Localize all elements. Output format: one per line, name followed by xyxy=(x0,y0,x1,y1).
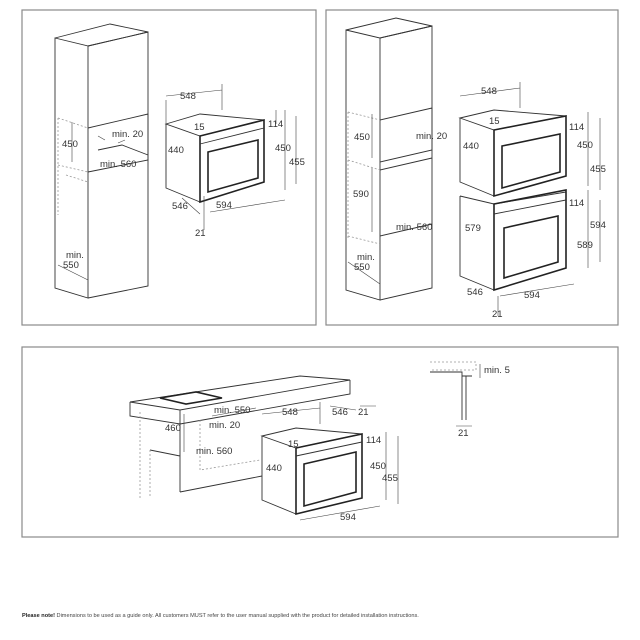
label-min-560: min. 560 xyxy=(396,222,432,233)
label-min-550: min.550 xyxy=(354,252,375,273)
label-top-114: 114 xyxy=(569,122,584,133)
label-depth-546: 546 xyxy=(172,201,188,212)
label-depth-548: 548 xyxy=(180,91,196,102)
label-detail-21: 21 xyxy=(458,428,469,439)
label-top-114: 114 xyxy=(268,119,283,130)
label-min-550: min. 550 xyxy=(214,405,250,416)
panel-tall-cabinet-double: 450 min. 20 590 min. 560 min.550 548 15 … xyxy=(325,9,619,326)
label-lower-114: 114 xyxy=(569,198,584,209)
disclaimer-text: Dimensions to be used as a guide only. A… xyxy=(54,613,419,619)
label-lower-590: 590 xyxy=(353,189,369,200)
panel-tall-cabinet-single: 450 min. 20 min. 560 min.550 548 15 440 … xyxy=(21,9,317,326)
panel-under-counter: min. 550 460 min. 20 min. 560 548 546 21… xyxy=(21,346,619,538)
label-height-440: 440 xyxy=(168,145,184,156)
label-height-594: 594 xyxy=(590,220,606,231)
label-front-21: 21 xyxy=(358,407,369,418)
label-width-594: 594 xyxy=(340,512,356,523)
label-min-550: min.550 xyxy=(63,250,84,271)
label-top-15: 15 xyxy=(288,439,299,450)
label-front-21: 21 xyxy=(492,309,503,320)
label-min-20: min. 20 xyxy=(112,129,143,140)
label-width-594: 594 xyxy=(216,200,232,211)
label-height-440: 440 xyxy=(266,463,282,474)
label-niche-460: 460 xyxy=(165,423,181,434)
label-height-450: 450 xyxy=(370,461,386,472)
label-top-114: 114 xyxy=(366,435,381,446)
disclaimer-bold: Please note! xyxy=(22,613,55,619)
label-min-560: min. 560 xyxy=(196,446,232,457)
label-height-589: 589 xyxy=(577,240,593,251)
label-depth-548: 548 xyxy=(481,86,497,97)
label-height-455: 455 xyxy=(382,473,398,484)
label-depth-548: 548 xyxy=(282,407,298,418)
label-top-15: 15 xyxy=(489,116,500,127)
label-height-450: 450 xyxy=(275,143,291,154)
label-min-560: min. 560 xyxy=(100,159,136,170)
label-height-455: 455 xyxy=(590,164,606,175)
label-depth-546: 546 xyxy=(467,287,483,298)
label-height-450: 450 xyxy=(577,140,593,151)
label-min-20: min. 20 xyxy=(416,131,447,142)
label-min-20: min. 20 xyxy=(209,420,240,431)
label-width-594: 594 xyxy=(524,290,540,301)
label-front-21: 21 xyxy=(195,228,206,239)
label-niche-height: 450 xyxy=(62,139,78,150)
label-detail-min-5: min. 5 xyxy=(484,365,510,376)
disclaimer-note: Please note! Dimensions to be used as a … xyxy=(22,613,419,619)
label-niche-height: 450 xyxy=(354,132,370,143)
label-height-440: 440 xyxy=(463,141,479,152)
label-height-579: 579 xyxy=(465,223,481,234)
label-top-15: 15 xyxy=(194,122,205,133)
label-height-455: 455 xyxy=(289,157,305,168)
label-depth-546: 546 xyxy=(332,407,348,418)
